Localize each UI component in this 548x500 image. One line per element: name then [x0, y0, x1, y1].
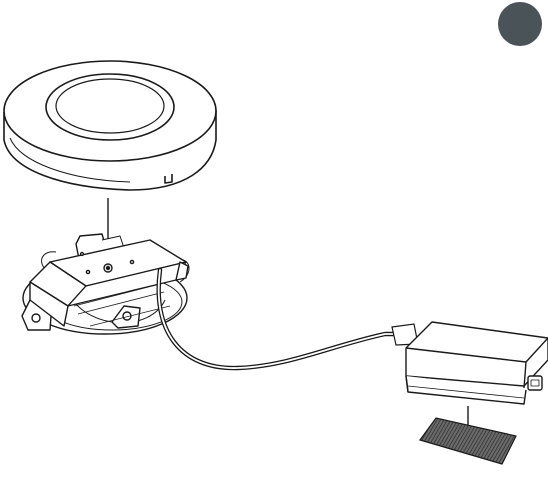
dome-cover	[4, 61, 216, 190]
step-number-badge	[498, 2, 542, 46]
power-adapter	[406, 322, 548, 404]
cable	[159, 270, 418, 368]
adhesive-pad	[418, 418, 518, 466]
